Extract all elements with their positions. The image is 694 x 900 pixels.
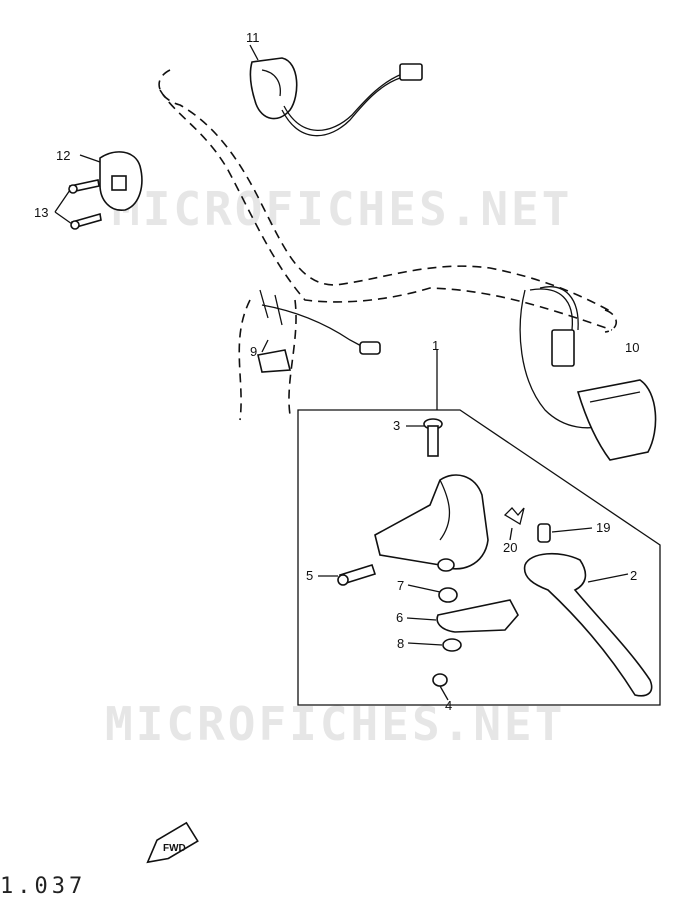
part-2-lever: [523, 552, 653, 697]
fwd-label: FWD: [163, 843, 186, 854]
part-3-bolt: [406, 418, 443, 457]
part-8-washer: [407, 638, 462, 652]
watermark-top: MICROFICHES.NET: [112, 182, 572, 236]
part-6-bracket: [406, 599, 519, 633]
callout-8: 8: [397, 636, 404, 651]
watermark-bottom: MICROFICHES.NET: [105, 697, 565, 751]
handlebar-outline: [158, 69, 618, 421]
callout-6: 6: [396, 610, 403, 625]
callout-10: 10: [625, 340, 639, 355]
part-4-nut: [432, 673, 449, 701]
callout-20: 20: [503, 540, 517, 555]
part-10-switch: [519, 286, 657, 461]
page-code: 1.037: [0, 874, 86, 899]
part-1-lever-holder: [374, 474, 489, 572]
part-11-switch: [249, 44, 423, 137]
callout-2: 2: [630, 568, 637, 583]
callout-9: 9: [250, 344, 257, 359]
callout-7: 7: [397, 578, 404, 593]
callout-19: 19: [596, 520, 610, 535]
part-5-bolt: [318, 564, 377, 586]
fwd-arrow-icon: FWD: [146, 821, 199, 864]
part-12-clamp: [79, 151, 143, 211]
callout-12: 12: [56, 148, 70, 163]
callout-4: 4: [445, 698, 452, 713]
detail-frame: [297, 409, 661, 706]
callout-11: 11: [246, 30, 260, 45]
part-13-screws: [54, 179, 102, 230]
callout-5: 5: [306, 568, 313, 583]
part-19-pivot: [537, 523, 593, 543]
part-9-cable: [257, 289, 381, 373]
callout-13: 13: [34, 205, 48, 220]
callout-1: 1: [432, 338, 439, 353]
part-20-spring: [503, 507, 525, 541]
callout-3: 3: [393, 418, 400, 433]
part-7-collar: [407, 584, 458, 603]
